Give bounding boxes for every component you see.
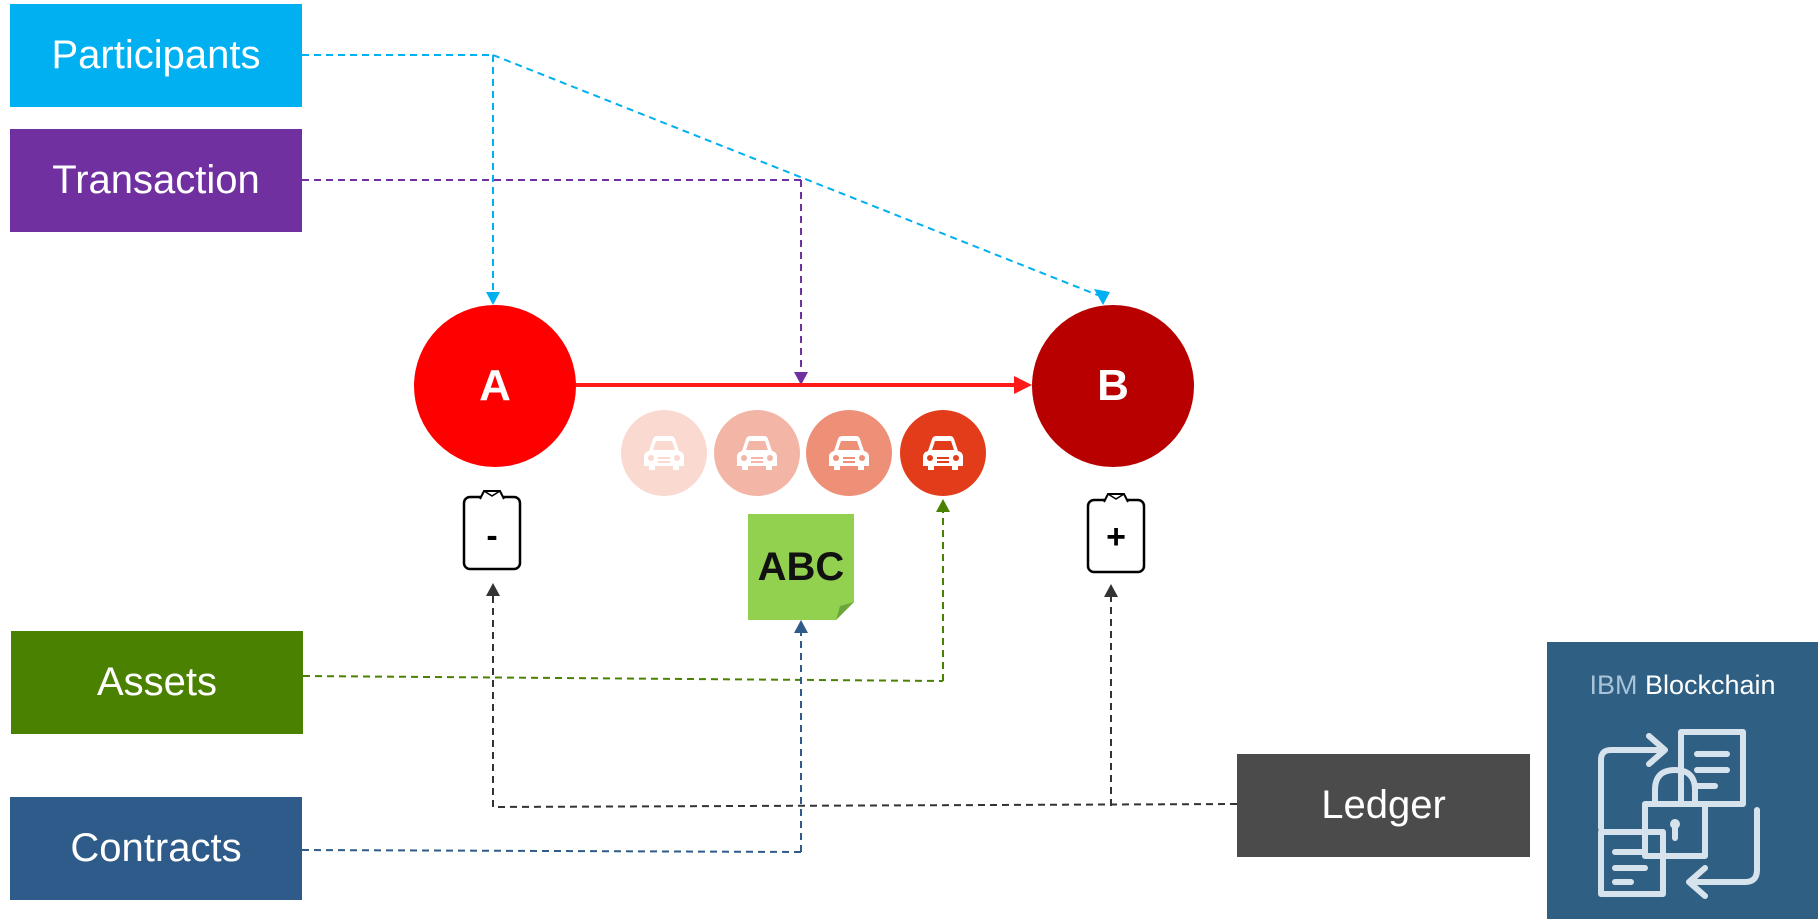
contracts-label: Contracts — [70, 826, 242, 870]
assets-box: Assets — [11, 631, 303, 734]
arrowhead-to-b — [1094, 289, 1110, 305]
car-asset-1 — [621, 410, 707, 496]
arrowhead-to-contract — [794, 620, 808, 633]
arrowhead-to-car — [936, 499, 950, 512]
ledger-debit-mark: - — [486, 517, 497, 555]
participants-connector — [302, 54, 1101, 297]
car-icon — [829, 436, 869, 470]
car-icon — [644, 436, 684, 470]
ibm-blockchain-panel: IBM Blockchain — [1547, 642, 1818, 919]
ibm-brand: IBM — [1589, 670, 1638, 700]
assets-label: Assets — [96, 660, 218, 704]
contracts-connector — [301, 633, 802, 853]
participants-label: Participants — [51, 33, 261, 77]
ibm-blockchain-title: IBM Blockchain — [1547, 670, 1818, 701]
ledger-debit: - — [460, 487, 524, 571]
ledger-credit-mark: + — [1106, 518, 1126, 556]
participants-box: Participants — [10, 4, 302, 107]
transaction-label: Transaction — [52, 158, 260, 202]
arrowhead-to-a — [486, 292, 500, 305]
car-icon — [923, 436, 963, 470]
participant-node-a: A — [414, 305, 576, 467]
ledger-box: Ledger — [1237, 754, 1530, 857]
transaction-box: Transaction — [10, 129, 302, 232]
ibm-product: Blockchain — [1644, 670, 1776, 700]
note-icon — [748, 514, 854, 620]
clipboard-icon: + — [1086, 493, 1146, 574]
contract-note: ABC — [748, 514, 854, 620]
participant-node-b: B — [1032, 305, 1194, 467]
contracts-box: Contracts — [10, 797, 302, 900]
arrowhead-to-transaction — [794, 372, 808, 385]
car-asset-2 — [714, 410, 800, 496]
car-icon — [737, 436, 777, 470]
arrowhead-to-ledger-b — [1104, 584, 1118, 597]
node-a-label: A — [479, 361, 511, 410]
blockchain-icon — [1598, 729, 1760, 899]
car-asset-3 — [806, 410, 892, 496]
contract-note-label: ABC — [757, 544, 845, 589]
clipboard-icon: - — [462, 490, 522, 571]
ledger-label: Ledger — [1321, 783, 1446, 827]
ledger-credit: + — [1084, 490, 1148, 574]
transaction-arrowhead — [1014, 376, 1032, 394]
ledger-connector — [492, 596, 1238, 808]
transaction-connector — [302, 179, 802, 372]
node-b-label: B — [1097, 361, 1129, 410]
arrowhead-to-ledger-a — [486, 583, 500, 596]
assets-connector — [302, 512, 944, 682]
car-asset-4 — [900, 410, 986, 496]
